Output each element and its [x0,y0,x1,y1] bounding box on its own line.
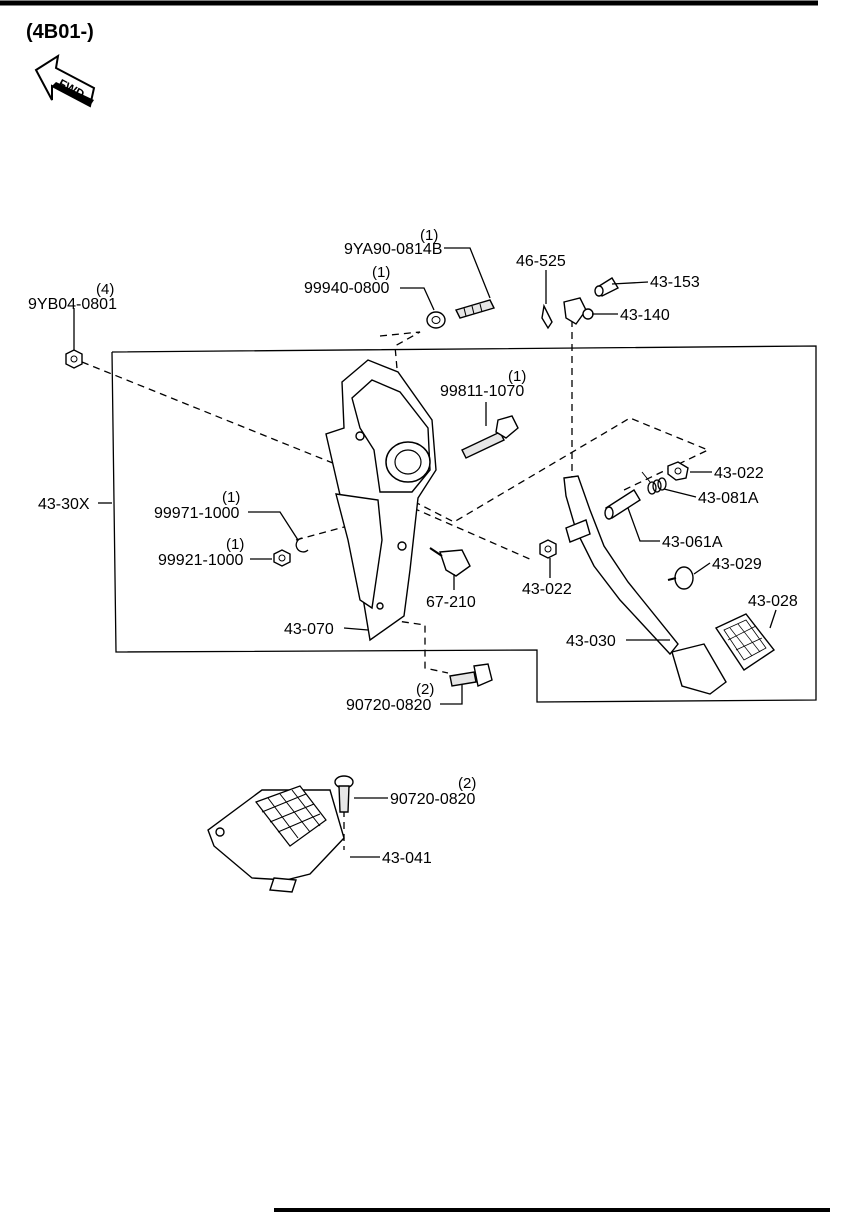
clip-46525-icon [541,303,553,330]
stopper-43029-icon [667,566,694,590]
bolt-90720-b-icon [334,775,354,813]
label-43153: 43-153 [650,274,700,291]
label-43070: 43-070 [284,621,334,638]
clip-99971-icon [295,537,309,553]
spring-43081a-icon [641,471,667,495]
label-9yb04-qty: (4) [96,281,114,298]
stud-9ya90-icon [454,299,496,319]
leader-lines [73,247,777,858]
pin-43061a-icon [604,489,641,520]
nut-43022-b-icon [539,539,557,559]
footrest-43041 [207,785,345,893]
washer-99940-icon [426,311,446,329]
bracket-43140-icon [563,297,594,325]
label-43028: 43-028 [748,593,798,610]
switch-67210-icon [429,547,471,577]
model-code: (4B01-) [26,21,94,43]
label-43022-a: 43-022 [714,465,764,482]
pedal-arm-43030 [563,475,727,695]
label-43030: 43-030 [566,633,616,650]
label-99971-qty: (1) [222,489,240,506]
fwd-arrow-icon: FWD [34,53,96,108]
label-99940: 99940-0800 [304,280,390,297]
label-99921: 99921-1000 [158,552,244,569]
label-4330x: 43-30X [38,496,90,513]
bolt-99811-icon [461,415,519,459]
label-43029: 43-029 [712,556,762,573]
label-9ya90: 9YA90-0814B [344,241,442,258]
label-67210: 67-210 [426,594,476,611]
label-99971: 99971-1000 [154,505,240,522]
label-43022-b: 43-022 [522,581,572,598]
bushing-43153-icon [594,277,619,297]
label-99940-qty: (1) [372,264,390,281]
label-90720-a: 90720-0820 [346,697,432,714]
label-9ya90-qty: (1) [420,227,438,244]
nut-99921-icon [273,549,291,567]
label-90720-a-qty: (2) [416,681,434,698]
label-9yb04: 9YB04-0801 [28,296,117,313]
nut-9yb04-icon [65,349,83,369]
label-43061a: 43-061A [662,534,723,551]
label-99811-qty: (1) [508,368,526,385]
label-43041: 43-041 [382,850,432,867]
label-99921-qty: (1) [226,536,244,553]
label-43140: 43-140 [620,307,670,324]
label-43081a: 43-081A [698,490,759,507]
bolt-90720-a-icon [449,663,493,687]
label-46525: 46-525 [516,253,566,270]
label-90720-b-qty: (2) [458,775,476,792]
nut-43022-a-icon [667,461,689,481]
pedal-bracket-43070 [325,359,437,642]
assembly-outline [111,345,817,703]
pedal-pad-43028-icon [714,613,776,671]
label-99811: 99811-1070 [440,383,524,400]
label-90720-b: 90720-0820 [390,791,476,808]
